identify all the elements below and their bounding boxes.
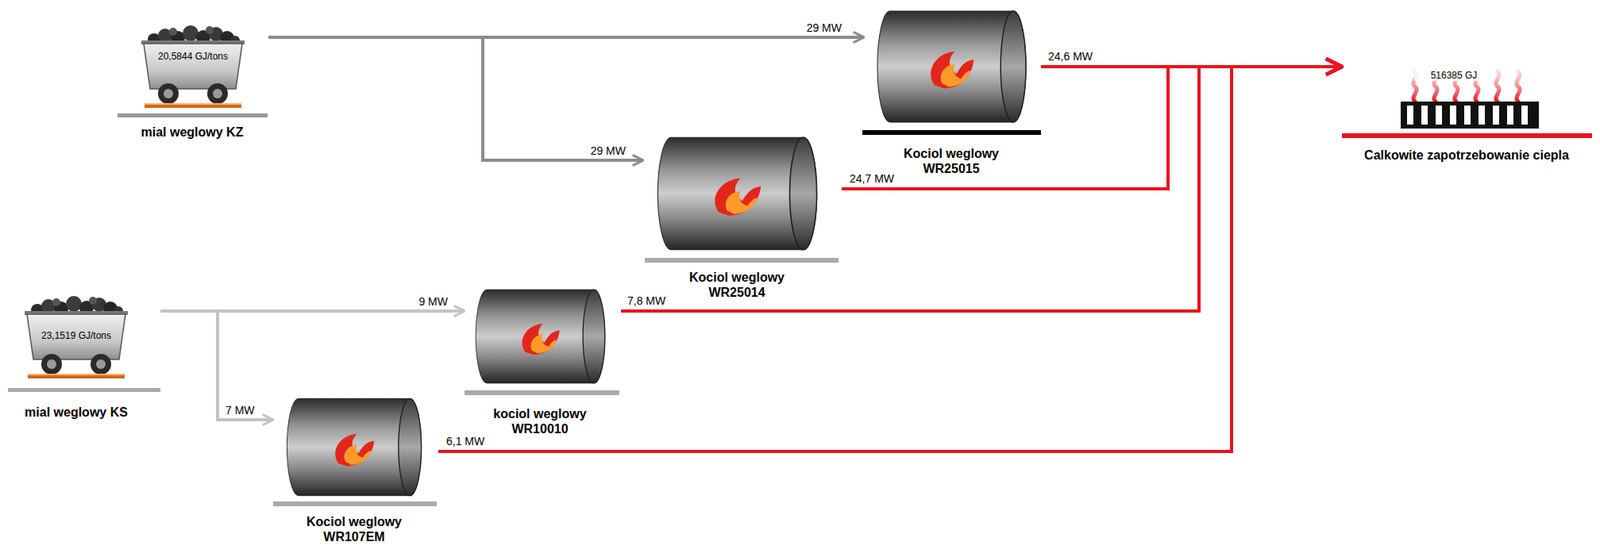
coal-source: 20,5844 GJ/tons mial weglowy KZ [117, 23, 269, 143]
boiler-drum [657, 137, 817, 251]
flow-value: 24,6 MW [1046, 50, 1095, 64]
node-label: mial weglowy KZ [118, 124, 267, 140]
base-bar [464, 390, 620, 396]
heat-demand: 516385 GJ Calkowite zapotrzebowanie ciepl… [1341, 47, 1593, 183]
boiler: Kociol weglowy WR25015 [863, 4, 1041, 185]
radiator [1400, 101, 1539, 129]
base-bar [273, 501, 437, 507]
node-text: 23,1519 GJ/tons [29, 330, 124, 342]
coal-source: 23,1519 GJ/tons mial weglowy KS [7, 292, 161, 424]
boiler: kociol weglowy WR10010 [464, 284, 621, 444]
base-bar [862, 130, 1041, 135]
heat-wave [1495, 71, 1500, 102]
boiler-drum [475, 289, 606, 384]
heat-flow [620, 66, 1342, 312]
boiler-drum [286, 398, 421, 496]
base-bar [644, 258, 839, 263]
flow-value: 9 MW [416, 295, 450, 309]
base-bar [117, 113, 268, 118]
flow-value: 24,7 MW [848, 172, 896, 186]
fuel-flow [268, 37, 644, 161]
node-text: 20,5844 GJ/tons [146, 50, 240, 62]
heat-flow [841, 66, 1342, 189]
flow-value: 7,8 MW [625, 294, 667, 309]
coal-cart [24, 296, 128, 379]
fuel-flow [160, 311, 274, 421]
flow-value: 7 MW [223, 404, 257, 418]
base-bar [7, 388, 161, 393]
flow-value: 29 MW [805, 21, 844, 35]
boiler-drum [877, 11, 1026, 123]
base-bar [1341, 133, 1593, 139]
node-text: Kociol weglowy WR25015 [883, 146, 1019, 177]
boiler: Kociol weglowy WR107EM [273, 393, 439, 550]
node-label: mial weglowy KS [8, 404, 144, 421]
node-text: kociol weglowy WR10010 [472, 406, 608, 437]
coal-cart [141, 25, 245, 108]
node-text: 516385 GJ [1414, 69, 1494, 81]
node-text: Kociol weglowy WR107EM [286, 514, 422, 545]
heat-wave [1516, 71, 1520, 102]
node-text: Kociol weglowy WR25014 [669, 269, 805, 301]
boiler: Kociol weglowy WR25014 [643, 131, 842, 310]
flow-value: 6,1 MW [444, 435, 486, 449]
flow-value: 29 MW [589, 144, 628, 159]
node-label: Calkowite zapotrzebowanie ciepla [1361, 147, 1572, 163]
heat-flow [438, 66, 1342, 452]
